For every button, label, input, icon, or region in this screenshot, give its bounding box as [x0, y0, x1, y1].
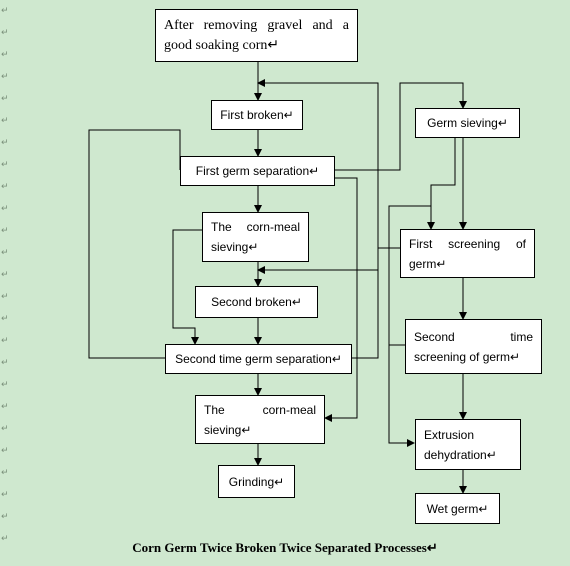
germ-sieving-label: Germ sieving↵ — [427, 116, 508, 130]
line-second-screening-to-extrusion-feed — [388, 205, 431, 346]
arrow-corn-meal-sieving-1-to-second-germ-separation — [172, 229, 202, 345]
second-screening-of-germ-box: Second time screening of germ↵ — [405, 319, 542, 374]
start-node-label: After removing gravel and a good soaking… — [164, 17, 349, 53]
second-screening-of-germ-label: Second time screening of germ↵ — [414, 329, 533, 364]
grinding-box: Grinding↵ — [218, 465, 295, 498]
start-node-box: After removing gravel and a good soaking… — [155, 9, 358, 62]
first-germ-separation-label: First germ separation↵ — [195, 164, 320, 178]
figure-caption: Corn Germ Twice Broken Twice Separated P… — [132, 540, 438, 555]
arrow-first-germ-sep-to-germ-sieving — [335, 82, 467, 171]
second-broken-box: Second broken↵ — [195, 286, 318, 318]
second-time-germ-separation-label: Second time germ separation↵ — [175, 352, 342, 366]
first-screening-of-germ-box: First screening of germ↵ — [400, 229, 535, 278]
corn-meal-sieving-1-label: The corn-meal sieving↵ — [211, 220, 300, 254]
first-germ-separation-box: First germ separation↵ — [180, 156, 335, 186]
second-time-germ-separation-box: Second time germ separation↵ — [165, 344, 352, 374]
arrow-germ-sieving-to-first-screening-via-left — [427, 138, 456, 230]
grinding-label: Grinding↵ — [228, 474, 285, 489]
corn-meal-sieving-2-box: The corn-meal sieving↵ — [195, 395, 325, 444]
corn-meal-sieving-1-box: The corn-meal sieving↵ — [202, 212, 309, 262]
second-broken-label: Second broken↵ — [211, 295, 302, 309]
arrow-feed-to-extrusion — [388, 345, 415, 447]
loop-line-second-separation-to-first — [88, 129, 181, 359]
germ-sieving-box: Germ sieving↵ — [415, 108, 520, 138]
paragraph-marks: ↵↵↵ ↵↵↵ ↵↵↵ ↵↵↵ ↵↵↵ ↵↵↵ ↵↵↵ ↵↵↵ ↵ — [1, 6, 9, 544]
extrusion-dehydration-label: Extrusion dehydration↵ — [424, 427, 497, 462]
arrow-first-germ-sep-to-first-screening — [324, 177, 358, 422]
first-broken-box: First broken↵ — [211, 100, 303, 130]
corn-meal-sieving-2-label: The corn-meal sieving↵ — [204, 402, 316, 437]
wet-germ-label: Wet germ↵ — [426, 501, 489, 516]
extrusion-dehydration-box: Extrusion dehydration↵ — [415, 419, 521, 470]
wet-germ-box: Wet germ↵ — [415, 493, 500, 524]
first-broken-label: First broken↵ — [220, 108, 294, 122]
line-second-separation-to-side — [352, 345, 379, 359]
first-screening-of-germ-label: First screening of germ↵ — [409, 236, 526, 271]
